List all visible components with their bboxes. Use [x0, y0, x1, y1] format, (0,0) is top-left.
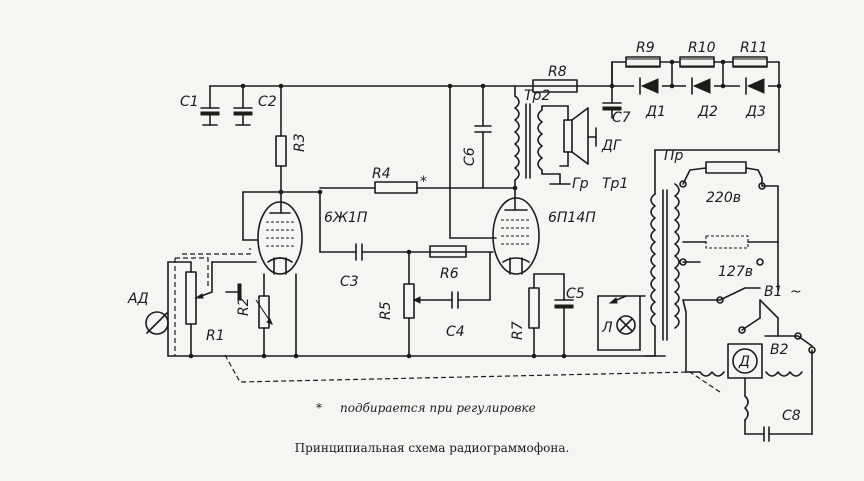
label-ad: АД [127, 291, 149, 307]
resistor-r5 [403, 251, 441, 357]
label-r4: R4 [372, 166, 391, 182]
capacitor-c1 [200, 85, 220, 126]
footnote-text: подбирается при регулировке [340, 401, 536, 415]
label-tr2: Тр2 [524, 88, 550, 104]
label-r2: R2 [236, 297, 252, 316]
label-c5: C5 [566, 286, 585, 302]
diode-d3 [740, 77, 768, 95]
resistor-r9 [625, 56, 661, 68]
resistor-r10 [679, 56, 715, 68]
label-r9: R9 [636, 40, 655, 56]
resistor-r1 [185, 261, 257, 357]
label-r6: R6 [440, 266, 459, 282]
label-ac-symbol: ~ [790, 284, 802, 300]
loudspeaker-gr [559, 105, 597, 167]
label-d2: Д2 [697, 104, 718, 120]
shield-lead [174, 248, 721, 393]
switch-v1 [738, 299, 761, 334]
label-c8: C8 [782, 408, 801, 424]
label-r10: R10 [688, 40, 716, 56]
mains-leads [682, 185, 779, 337]
switch-v2 [764, 332, 816, 373]
label-dg: ДГ [601, 138, 622, 154]
label-r5: R5 [378, 301, 394, 320]
footnote-star: * [316, 401, 322, 415]
label-d1: Д1 [645, 104, 666, 120]
label-r3: R3 [292, 133, 308, 152]
fuse-pr [679, 161, 766, 190]
footnote: * подбирается при регулировке [316, 401, 536, 415]
voltage-selector-127 [679, 235, 779, 266]
label-c6: C6 [462, 147, 478, 166]
resistor-r3 [275, 85, 287, 193]
capacitor-c8 [744, 371, 813, 442]
label-c7: C7 [612, 110, 631, 126]
label-pr: Пр [664, 148, 684, 164]
label-v2: В2 [770, 342, 789, 358]
label-c3: C3 [340, 274, 359, 290]
capacitor-c5 [554, 273, 574, 357]
resistor-r7 [528, 273, 565, 357]
label-c2: C2 [258, 94, 277, 110]
label-gr: Гр [572, 176, 589, 192]
resistor-r8 [532, 79, 578, 93]
label-tube-right: 6П14П [548, 210, 596, 226]
label-r8: R8 [548, 64, 567, 80]
lamp-feed [682, 299, 687, 373]
ground-rail [167, 273, 666, 359]
label-c1: C1 [180, 94, 199, 110]
capacitor-c3 [319, 243, 494, 261]
label-c4: C4 [446, 324, 465, 340]
capacitor-c7 [602, 85, 622, 119]
capacitor-c6 [474, 85, 492, 189]
tube-6zh1p [257, 191, 303, 275]
pickup-ad [145, 261, 192, 357]
label-r11: R11 [740, 40, 768, 56]
left-anode-wiring [242, 189, 323, 253]
label-r7: R7 [510, 321, 526, 340]
label-lamp-text: Л [601, 320, 613, 336]
label-tube-left: 6Ж1П [324, 210, 368, 226]
motor-d [685, 343, 803, 421]
tube-6p14p [492, 187, 540, 275]
capacitor-c4 [439, 251, 491, 309]
label-motor: Д [738, 354, 750, 370]
label-220: 220в [706, 190, 741, 206]
diode-d1 [634, 77, 662, 95]
capacitor-c2 [233, 85, 253, 126]
figure-caption: Принципиальная схема радиограммофона. [294, 441, 570, 455]
label-v1: В1 [764, 284, 783, 300]
label-tr1: Тр1 [602, 176, 628, 192]
label-d3: Д3 [745, 104, 766, 120]
resistor-r4 [319, 181, 518, 194]
resistor-r2 [255, 273, 273, 357]
output-transformer-tr2 [514, 85, 571, 189]
lamp-l [597, 295, 646, 351]
diode-d2 [686, 77, 714, 95]
label-r1: R1 [206, 328, 225, 344]
resistor-r6 [429, 245, 467, 258]
resistor-r11 [732, 56, 768, 68]
label-r4-star: * [420, 174, 427, 190]
power-transformer-tr1 [650, 149, 780, 357]
label-127: 127в [718, 264, 753, 280]
